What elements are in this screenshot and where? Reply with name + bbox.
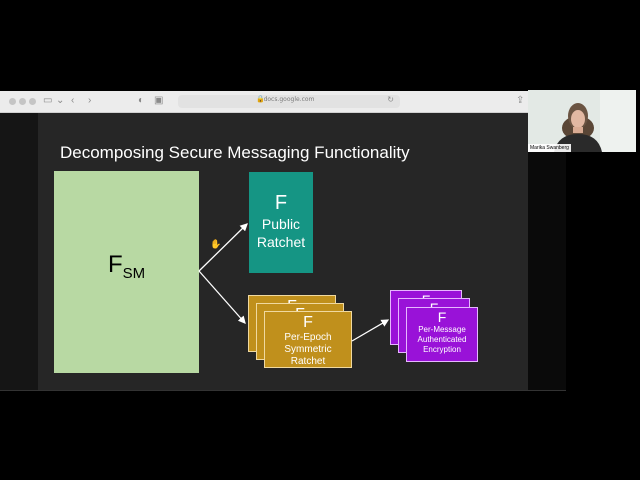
url-text: docs.google.com	[263, 96, 315, 103]
sidebar-icon[interactable]: ▭	[43, 95, 53, 106]
encryption-line3: Encryption	[423, 345, 461, 354]
encryption-line2: Authenticated	[417, 335, 467, 344]
participant-name: Marika Swanberg	[528, 144, 571, 152]
slide-title: Decomposing Secure Messaging Functionali…	[60, 143, 410, 162]
public-ratchet-line2: Ratchet	[256, 234, 306, 250]
left-margin	[0, 113, 38, 390]
encryption-line1: Per-Message	[418, 325, 466, 334]
arrow-to-public-ratchet	[198, 223, 248, 272]
diagram-arrows	[198, 223, 390, 342]
chevron-down-icon[interactable]: ⌄	[56, 95, 65, 106]
forward-icon[interactable]: ›	[88, 95, 92, 106]
fsm-label: FSM	[108, 251, 146, 282]
mouse-cursor-icon: ✋	[210, 239, 222, 249]
privacy-shield-icon[interactable]: ◐	[138, 95, 145, 106]
right-margin	[528, 152, 566, 390]
person-avatar	[528, 90, 636, 152]
minimize-window-button[interactable]	[19, 98, 26, 105]
address-bar[interactable]: 🔒 docs.google.com ↻	[178, 95, 400, 108]
encryption-box: F Per-Message Authenticated Encryption	[406, 307, 478, 362]
back-icon[interactable]: ‹	[71, 95, 75, 106]
maximize-window-button[interactable]	[29, 98, 36, 105]
public-ratchet-letter: F	[274, 192, 288, 214]
slide-bottom-edge	[0, 390, 566, 391]
reload-icon[interactable]: ↻	[387, 95, 394, 104]
symmetric-ratchet-line1: Per-Epoch	[284, 332, 332, 343]
symmetric-ratchet-line2: Symmetric	[284, 344, 332, 355]
browser-toolbar: ▭ ⌄ ‹ › ◐ ▣ 🔒 docs.google.com ↻ ⇪	[0, 91, 528, 113]
symmetric-ratchet-box: F Per-Epoch Symmetric Ratchet	[264, 311, 352, 368]
close-window-button[interactable]	[9, 98, 16, 105]
arrow-to-encryption	[351, 319, 390, 342]
public-ratchet-box: F Public Ratchet	[249, 172, 313, 273]
webcam-tile[interactable]: Marika Swanberg	[528, 90, 636, 152]
symmetric-ratchet-letter: F	[303, 314, 313, 331]
arrow-to-symmetric-ratchet	[198, 270, 246, 324]
public-ratchet-line1: Public	[261, 216, 301, 232]
presentation-slide: Decomposing Secure Messaging Functionali…	[38, 113, 528, 390]
fsm-box: FSM	[54, 171, 199, 373]
extension-icon[interactable]: ▣	[154, 95, 164, 106]
symmetric-ratchet-line3: Ratchet	[290, 356, 326, 367]
lock-icon: 🔒	[256, 96, 265, 103]
encryption-letter: F	[437, 309, 447, 325]
share-icon[interactable]: ⇪	[516, 95, 525, 106]
